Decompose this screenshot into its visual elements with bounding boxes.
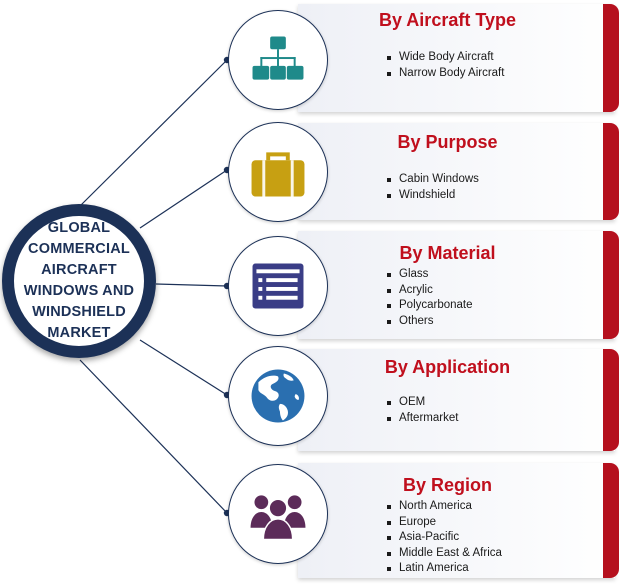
list-item: OEM (385, 395, 458, 411)
list-item: Wide Body Aircraft (385, 50, 504, 66)
list-item: North America (385, 499, 502, 515)
segment-title: By Application (384, 357, 511, 377)
list-item: Cabin Windows (385, 172, 479, 188)
segment-item-list: OEM Aftermarket (385, 395, 458, 426)
segment-panel-application: By Application OEM Aftermarket (298, 349, 619, 451)
list-item: Middle East & Africa (385, 546, 502, 562)
segment-title: By Purpose (397, 132, 498, 152)
hub-line-6: MARKET (47, 325, 111, 341)
people-group-icon (250, 495, 306, 541)
list-document-icon (252, 263, 304, 309)
segment-item-list: Wide Body Aircraft Narrow Body Aircraft (385, 50, 504, 81)
hierarchy-icon (252, 36, 304, 80)
market-hub-circle: GLOBAL COMMERCIAL AIRCRAFT WINDOWS AND W… (2, 204, 156, 358)
list-item: Acrylic (385, 283, 473, 299)
hub-line-4: WINDOWS AND (23, 283, 135, 299)
segment-item-list: Cabin Windows Windshield (385, 172, 479, 203)
connector-line-application (139, 339, 228, 396)
list-item: Windshield (385, 188, 479, 204)
segment-item-list: Glass Acrylic Polycarbonate Others (385, 267, 473, 329)
segment-icon-ring-aircraft-type (228, 10, 328, 110)
list-item: Asia-Pacific (385, 530, 502, 546)
hub-line-1: GLOBAL (47, 220, 111, 236)
hub-line-5: WINDSHIELD (32, 304, 126, 320)
briefcase-icon (251, 152, 305, 197)
list-item: Glass (385, 267, 473, 283)
list-item: Europe (385, 515, 502, 531)
list-item: Aftermarket (385, 411, 458, 427)
segment-panel-material: By Material Glass Acrylic Polycarbonate … (298, 231, 619, 339)
list-item: Latin America (385, 561, 502, 577)
segment-panel-purpose: By Purpose Cabin Windows Windshield (298, 123, 619, 220)
market-hub-title: GLOBAL COMMERCIAL AIRCRAFT WINDOWS AND W… (24, 218, 134, 344)
connector-line-material (155, 283, 228, 287)
connector-line-aircraft-type (79, 59, 228, 207)
segment-title: By Aircraft Type (378, 10, 517, 30)
hub-line-3: AIRCRAFT (41, 262, 117, 278)
hub-line-2: COMMERCIAL (28, 241, 130, 257)
list-item: Narrow Body Aircraft (385, 66, 504, 82)
segment-title: By Material (399, 243, 496, 263)
list-item: Others (385, 314, 473, 330)
segment-panel-aircraft-type: By Aircraft Type Wide Body Aircraft Narr… (298, 4, 619, 112)
segment-item-list: North America Europe Asia-Pacific Middle… (385, 499, 502, 577)
list-item: Polycarbonate (385, 298, 473, 314)
segment-icon-ring-material (228, 236, 328, 336)
globe-icon (251, 369, 305, 423)
segment-icon-ring-region (228, 464, 328, 564)
segment-icon-ring-purpose (228, 122, 328, 222)
connector-line-region (79, 359, 228, 514)
segment-title: By Region (402, 475, 492, 495)
segment-icon-ring-application (228, 346, 328, 446)
connector-line-purpose (139, 169, 228, 229)
segment-panel-region: By Region North America Europe Asia-Paci… (298, 463, 619, 578)
